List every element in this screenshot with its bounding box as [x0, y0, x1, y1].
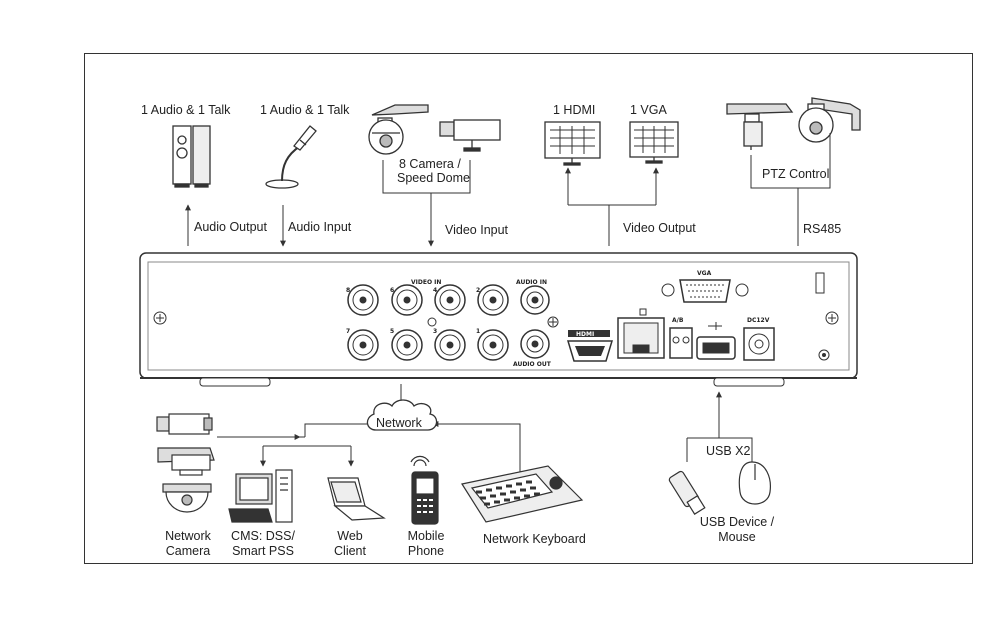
audio-out-connector	[520, 329, 550, 359]
bnc-number: 6	[390, 287, 394, 294]
panel-vent	[815, 272, 825, 294]
ptz-control-label: PTZ Control	[762, 167, 830, 181]
cms-label-line1: CMS: DSS/	[231, 529, 295, 543]
audio-output-device-label: 1 Audio & 1 Talk	[141, 103, 231, 117]
bnc-number-labels: 8 6 4 2 7 5 3 1	[346, 287, 480, 335]
web-client-label-line2: Client	[334, 544, 366, 558]
bnc-number: 7	[346, 328, 350, 335]
vga-label: 1 VGA	[630, 103, 667, 117]
camera-label-line2: Speed Dome	[397, 171, 470, 185]
cloud-icon	[366, 399, 438, 431]
speaker-icon	[172, 125, 211, 188]
lan-port	[617, 308, 665, 359]
video-output-label: Video Output	[623, 221, 696, 235]
audio-output-label: Audio Output	[194, 220, 267, 234]
mouse-icon	[738, 461, 771, 505]
box-network-camera-icon	[157, 447, 215, 476]
bnc-number: 5	[390, 328, 394, 335]
laptop-icon	[327, 477, 386, 521]
video-input-label: Video Input	[445, 223, 509, 237]
hdmi-monitor-icon	[544, 121, 601, 166]
mobile-phone-label-line2: Phone	[407, 544, 445, 558]
usb-device-label-line2: Mouse	[718, 530, 756, 544]
ground-terminal	[818, 349, 830, 361]
bnc-top-row	[347, 284, 509, 316]
diagram-frame	[84, 53, 973, 564]
network-label: Network	[376, 416, 422, 430]
panel-screw-right	[825, 311, 839, 325]
hdmi-port-label: HDMI	[576, 331, 594, 338]
bnc-bottom-row	[347, 329, 509, 361]
bnc-number: 2	[476, 287, 480, 294]
bnc-number: 8	[346, 287, 350, 294]
cms-label-line2: Smart PSS	[232, 544, 294, 558]
camera-label-line1: 8 Camera /	[399, 157, 461, 171]
dc-label: DC12V	[747, 317, 770, 324]
audio-in-label: AUDIO IN	[516, 279, 547, 286]
dome-camera-icon	[162, 483, 212, 513]
hdmi-port: HDMI	[566, 330, 614, 362]
channel-symbol-icon	[427, 317, 437, 327]
bnc-number: 3	[433, 328, 437, 335]
panel-screw-left	[153, 311, 167, 325]
web-client-label-line1: Web	[337, 529, 363, 543]
mobile-phone-icon	[410, 455, 439, 525]
bnc-number: 1	[476, 328, 480, 335]
usb-device-label-line1: USB Device /	[699, 515, 775, 529]
audio-out-label: AUDIO OUT	[513, 361, 552, 368]
usb-port	[696, 322, 736, 360]
audio-in-connector	[520, 285, 550, 315]
top-connection-lines	[185, 133, 831, 247]
grounding-symbol-icon	[547, 316, 559, 328]
network-keyboard-label: Network Keyboard	[483, 532, 586, 546]
dc-power-port: DC12V	[743, 317, 775, 361]
network-camera-label-line2: Camera	[165, 544, 211, 558]
video-in-label: VIDEO IN	[411, 279, 441, 286]
bullet-camera-icon	[156, 413, 213, 435]
vga-monitor-icon	[629, 121, 679, 164]
microphone-icon	[265, 125, 317, 189]
box-camera-icon	[439, 119, 501, 152]
bnc-connectors	[347, 284, 559, 361]
rs485-terminal: A/B	[669, 317, 693, 359]
hdmi-label: 1 HDMI	[553, 103, 596, 117]
vga-port-label: VGA	[697, 270, 712, 277]
ab-label: A/B	[672, 317, 684, 324]
audio-input-label: Audio Input	[288, 220, 352, 234]
bottom-connection-lines	[217, 384, 753, 474]
usb-x2-label: USB X2	[706, 444, 751, 458]
network-keyboard-icon	[461, 465, 584, 523]
ptz-dome-icon	[798, 97, 861, 143]
vga-port: VGA	[661, 270, 749, 303]
speed-dome-icon	[368, 104, 429, 155]
mobile-phone-label-line1: Mobile	[407, 529, 445, 543]
ptz-camera-icon	[726, 103, 794, 150]
desktop-pc-icon	[228, 469, 293, 523]
network-camera-label-line1: Network	[165, 529, 211, 543]
usb-stick-icon	[668, 470, 706, 515]
bnc-number: 4	[433, 287, 437, 294]
rs485-label: RS485	[803, 222, 842, 236]
audio-input-device-label: 1 Audio & 1 Talk	[260, 103, 350, 117]
